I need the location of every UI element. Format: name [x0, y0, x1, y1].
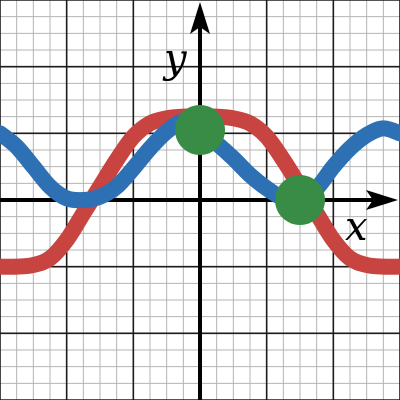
x-axis-label: x [345, 204, 368, 250]
highlight-point-2 [275, 175, 325, 225]
y-axis-label: y [162, 36, 188, 82]
x-axis-arrow [366, 190, 398, 210]
points [175, 105, 325, 225]
highlight-point-1 [175, 105, 225, 155]
y-axis-arrow [190, 2, 210, 34]
